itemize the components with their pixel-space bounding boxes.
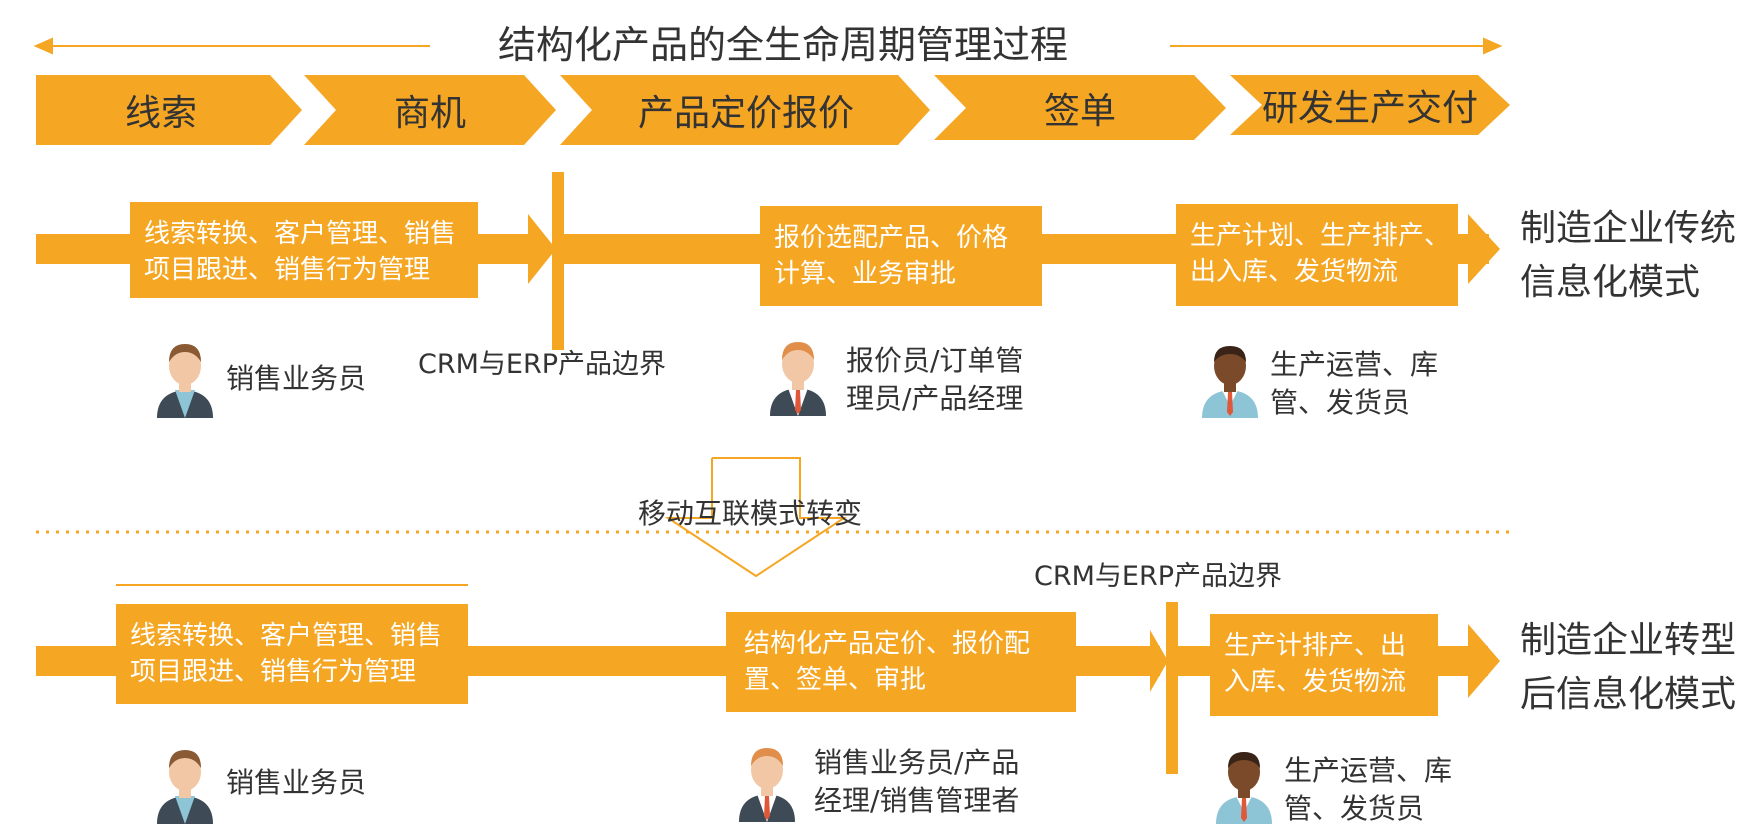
diagram-title: 结构化产品的全生命周期管理过程	[498, 23, 1069, 67]
production-person-icon	[1202, 346, 1258, 418]
manager-person-icon	[739, 748, 795, 822]
stage-chevron-3	[560, 75, 930, 145]
stage-label-clue: 线索	[124, 93, 197, 134]
stage-chevron-1	[36, 75, 302, 145]
traditional-box-production: 生产计划、生产排产、 出入库、发货物流	[1176, 204, 1458, 306]
stage-label-opportunity: 商机	[393, 93, 466, 134]
traditional-box-quote: 报价选配产品、价格 计算、业务审批	[760, 206, 1042, 306]
title-arrows	[33, 37, 1503, 55]
stage-chevrons	[36, 75, 1510, 145]
stage-label-delivery: 研发生产交付	[1261, 88, 1478, 129]
transformed-box-pricing: 结构化产品定价、报价配 置、签单、审批	[726, 612, 1076, 712]
stage-chevron-5	[1230, 75, 1510, 135]
traditional-role-quoter: 报价员/订单管 理员/产品经理	[846, 344, 1024, 415]
traditional-side-label: 制造企业传统 信息化模式	[1520, 208, 1737, 303]
transition-label: 移动互联模式转变	[638, 497, 863, 530]
sales-person-icon	[157, 344, 213, 418]
transition-arrow-icon	[36, 457, 1510, 578]
production-person-icon-2	[1216, 752, 1272, 824]
traditional-role-production: 生产运营、库 管、发货员	[1270, 348, 1439, 419]
transformed-box-crm: 线索转换、客户管理、销售 项目跟进、销售行为管理	[116, 604, 468, 704]
transformed-role-sales: 销售业务员	[226, 766, 367, 799]
transformed-side-label: 制造企业转型 后信息化模式	[1520, 620, 1737, 715]
sales-person-icon-2	[157, 750, 213, 824]
stage-chevron-2	[304, 75, 556, 145]
transformed-role-production: 生产运营、库 管、发货员	[1284, 754, 1453, 825]
stage-label-pricing: 产品定价报价	[637, 93, 854, 134]
transformed-boundary-label: CRM与ERP产品边界	[1034, 561, 1283, 592]
stage-chevron-4	[934, 75, 1226, 140]
traditional-box-crm: 线索转换、客户管理、销售 项目跟进、销售行为管理	[130, 202, 478, 298]
stage-label-signing: 签单	[1043, 90, 1116, 132]
transformed-role-manager: 销售业务员/产品 经理/销售管理者	[814, 746, 1020, 817]
traditional-boundary-label: CRM与ERP产品边界	[418, 349, 667, 380]
quoter-person-icon	[770, 342, 826, 416]
traditional-role-sales: 销售业务员	[226, 362, 367, 395]
transformed-box-production: 生产计排产、出 入库、发货物流	[1210, 614, 1438, 716]
